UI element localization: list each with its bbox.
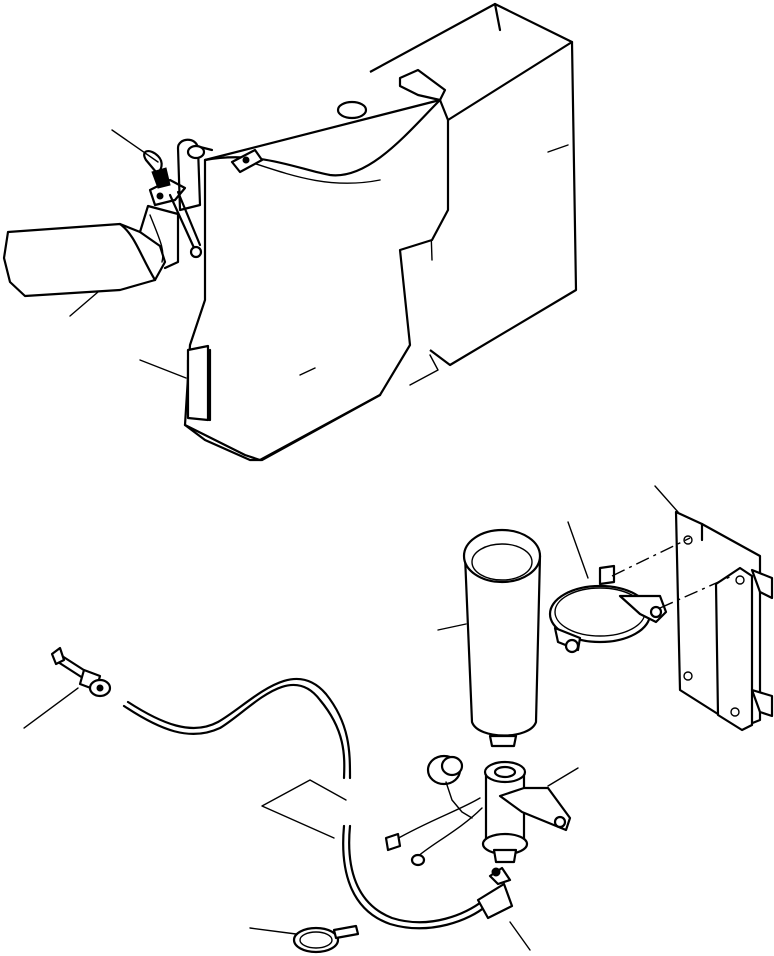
leader-inlet-fitting — [23, 687, 79, 729]
filler-neck-cover — [2, 204, 180, 298]
leader-mounting-bracket — [654, 485, 679, 513]
filter-head — [384, 754, 572, 867]
leader-elbow-fitting — [509, 921, 531, 951]
filter-canister — [462, 528, 542, 748]
inlet-fitting — [50, 646, 112, 698]
hose-clamp — [292, 924, 360, 954]
centerline-lower — [659, 575, 733, 609]
hose — [122, 677, 488, 930]
leader-band-clamp — [567, 521, 589, 579]
leader-filter-head — [547, 767, 579, 787]
leader-hose-clamp — [249, 927, 297, 935]
leader-hose — [261, 779, 347, 839]
leader-filter-canister — [437, 623, 467, 631]
tank-side-bracket — [186, 344, 210, 422]
tank-assembly — [168, 2, 578, 462]
band-clamp — [548, 564, 668, 654]
elbow-fitting — [476, 866, 514, 920]
mounting-bracket — [674, 510, 774, 732]
leader-lines-top — [69, 129, 187, 379]
tank-cap — [143, 150, 187, 207]
gauge-icon — [336, 100, 368, 120]
